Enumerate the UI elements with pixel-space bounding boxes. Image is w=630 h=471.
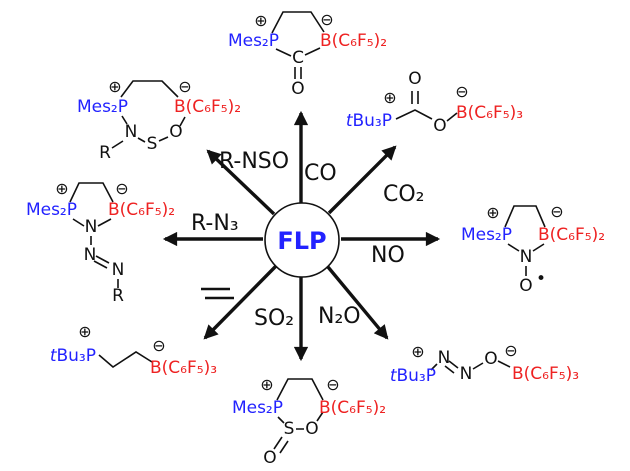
phosphine-italic-prefix: t <box>346 111 354 131</box>
n3-atom: N <box>112 260 125 280</box>
plus-charge: ⊕ <box>486 203 499 222</box>
azide-adduct-structure: ⊕ ⊖ Mes₂P B(C₆F₅)₂ N N N R <box>26 179 175 306</box>
ethylene-symbol <box>201 287 234 300</box>
n1-atom: N <box>85 217 98 237</box>
reagent-labels: CO CO₂ NO N₂O SO₂ R-N₃ R-NSO <box>191 149 425 331</box>
n2o-adduct-structure: ⊕ ⊖ tBu₃P N N O B(C₆F₅)₃ <box>390 341 579 386</box>
reagent-label-so2: SO₂ <box>254 306 294 331</box>
oxygen-atom: O <box>291 79 304 99</box>
flp-hub: FLP <box>264 202 340 278</box>
n2o-adduct-bonds <box>430 360 511 371</box>
co2-adduct-carbonyl-double-bond <box>411 91 419 104</box>
phosphine-italic-prefix: t <box>390 366 398 386</box>
no-adduct-bonds <box>504 205 546 276</box>
reagent-label-no: NO <box>371 243 405 268</box>
minus-charge: ⊖ <box>455 82 468 101</box>
carbonyl-oxygen-atom: O <box>408 69 421 89</box>
n2-atom: N <box>84 245 97 265</box>
plus-charge: ⊕ <box>108 77 121 96</box>
phosphine-italic-prefix: t <box>50 346 58 366</box>
bridge-oxygen-atom: O <box>433 116 446 136</box>
minus-charge: ⊖ <box>115 179 128 198</box>
co-adduct-carbonyl-double-bond <box>294 67 302 79</box>
arrow-co2 <box>327 145 397 215</box>
flp-hub-label: FLP <box>277 227 326 255</box>
co-adduct-bonds <box>271 11 325 57</box>
reagent-label-r-n3: R-N₃ <box>191 211 239 236</box>
n1-atom: N <box>438 348 451 368</box>
so2-adduct-so-double-bond <box>273 436 289 454</box>
azide-adduct-nn-double-bond <box>93 255 110 269</box>
reagent-label-r-nso: R-NSO <box>219 149 289 174</box>
radical-dot: • <box>536 269 546 289</box>
minus-charge: ⊖ <box>320 10 333 29</box>
co-adduct-structure: ⊕ ⊖ Mes₂P B(C₆F₅)₂ C O <box>228 10 387 99</box>
minus-charge: ⊖ <box>152 336 165 355</box>
reagent-label-n2o: N₂O <box>318 304 361 329</box>
borane-label: B(C₆F₅)₂ <box>108 200 175 220</box>
nso-adduct-structure: ⊕ ⊖ Mes₂P B(C₆F₅)₂ N S O R <box>77 77 241 163</box>
borane-label: B(C₆F₅)₃ <box>150 358 217 378</box>
phosphine-label: Mes₂P <box>461 225 512 245</box>
plus-charge: ⊕ <box>260 375 273 394</box>
so2-adduct-bonds <box>276 378 324 430</box>
so2-adduct-structure: ⊕ ⊖ Mes₂P B(C₆F₅)₂ S O O <box>232 375 386 468</box>
arrow-n2o <box>326 265 389 340</box>
ring-oxygen-atom: O <box>305 419 318 439</box>
nitrogen-atom: N <box>520 247 533 267</box>
phosphine-body: Bu₃P <box>396 366 436 386</box>
borane-label: B(C₆F₅)₃ <box>512 364 579 384</box>
phosphine-label: Mes₂P <box>232 398 283 418</box>
plus-charge: ⊕ <box>55 179 68 198</box>
terminal-oxygen-atom: O <box>263 448 276 468</box>
plus-charge: ⊕ <box>78 322 91 341</box>
borane-label: B(C₆F₅)₂ <box>538 225 605 245</box>
nitrogen-atom: N <box>125 122 138 142</box>
ethylene-adduct-structure: ⊕ ⊖ tBu₃P B(C₆F₅)₃ <box>50 322 217 378</box>
nso-adduct-bonds <box>111 80 186 149</box>
ethylene-adduct-bonds <box>98 351 153 368</box>
phosphine-label: tBu₃P <box>390 366 436 386</box>
sulfur-atom: S <box>284 419 295 439</box>
plus-charge: ⊕ <box>411 342 424 361</box>
phosphine-label: Mes₂P <box>26 200 77 220</box>
minus-charge: ⊖ <box>504 341 517 360</box>
minus-charge: ⊖ <box>550 202 563 221</box>
plus-charge: ⊕ <box>254 11 267 30</box>
carbon-atom: C <box>292 48 304 68</box>
phosphine-body: Bu₃P <box>56 346 96 366</box>
phosphine-label: Mes₂P <box>77 97 128 117</box>
co2-adduct-structure: ⊕ ⊖ tBu₃P O O B(C₆F₅)₃ <box>346 69 523 136</box>
no-adduct-structure: ⊕ ⊖ Mes₂P B(C₆F₅)₂ N O • <box>461 202 605 296</box>
arrow-ethylene <box>203 264 278 340</box>
sulfur-atom: S <box>147 134 158 154</box>
borane-label: B(C₆F₅)₃ <box>456 103 523 123</box>
co2-adduct-bonds <box>395 109 458 122</box>
minus-charge: ⊖ <box>326 375 339 394</box>
phosphine-body: Bu₃P <box>352 111 392 131</box>
reaction-arrows <box>162 110 441 362</box>
borane-label: B(C₆F₅)₂ <box>320 31 387 51</box>
phosphine-label: tBu₃P <box>346 111 392 131</box>
oxygen-atom: O <box>169 122 182 142</box>
arrow-r-nso <box>206 149 276 216</box>
azide-adduct-bonds <box>69 182 119 288</box>
reagent-label-co: CO <box>304 161 337 186</box>
r-group: R <box>112 286 124 306</box>
minus-charge: ⊖ <box>178 77 191 96</box>
plus-charge: ⊕ <box>383 88 396 107</box>
n2-atom: N <box>460 364 473 384</box>
phosphine-label: tBu₃P <box>50 346 96 366</box>
n2o-adduct-nn-double-bond <box>444 360 459 374</box>
r-group: R <box>99 143 111 163</box>
borane-label: B(C₆F₅)₂ <box>319 398 386 418</box>
phosphine-label: Mes₂P <box>228 31 279 51</box>
reagent-label-co2: CO₂ <box>383 182 425 207</box>
oxygen-atom: O <box>519 276 532 296</box>
oxygen-atom: O <box>484 349 497 369</box>
borane-label: B(C₆F₅)₂ <box>174 97 241 117</box>
